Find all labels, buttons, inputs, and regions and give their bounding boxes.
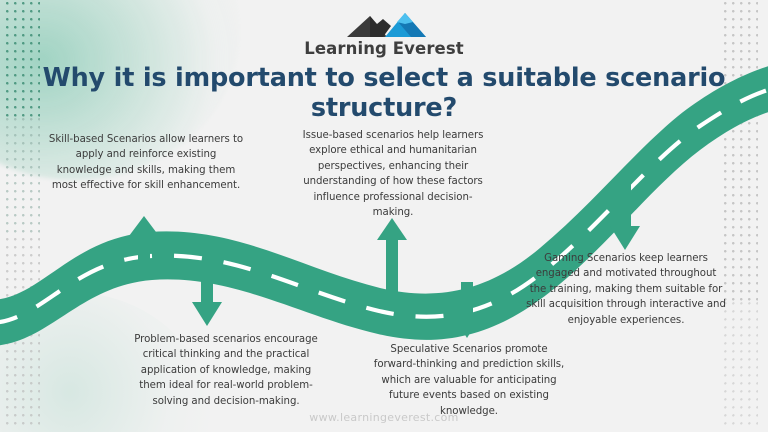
arrow-down-gaming [610, 178, 640, 250]
dot-grid-left-middle [6, 118, 40, 238]
footer-website-url: www.learningeverest.com [309, 411, 459, 424]
logo-wordmark: Learning Everest [304, 39, 464, 58]
page-title: Why it is important to select a suitable… [42, 63, 726, 123]
mountain-peaks-icon [347, 13, 426, 37]
arrow-down-problem-based [192, 262, 222, 326]
caption-issue-based-scenarios: Issue-based scenarios help learners expl… [302, 130, 484, 219]
caption-gaming-scenarios: Gaming Scenarios keep learners engaged a… [526, 253, 726, 326]
arrow-up-skill-based [129, 216, 159, 264]
arrow-up-issue-based [377, 218, 407, 294]
caption-speculative-scenarios: Speculative Scenarios promote forward-th… [373, 344, 565, 417]
caption-problem-based-scenarios: Problem-based scenarios encourage critic… [134, 334, 318, 407]
dot-grid-left-bottom [6, 238, 40, 430]
arrow-down-speculative [452, 282, 482, 338]
caption-skill-based-scenarios: Skill-based Scenarios allow learners to … [48, 134, 244, 192]
brand-logo: Learning Everest [0, 12, 768, 58]
